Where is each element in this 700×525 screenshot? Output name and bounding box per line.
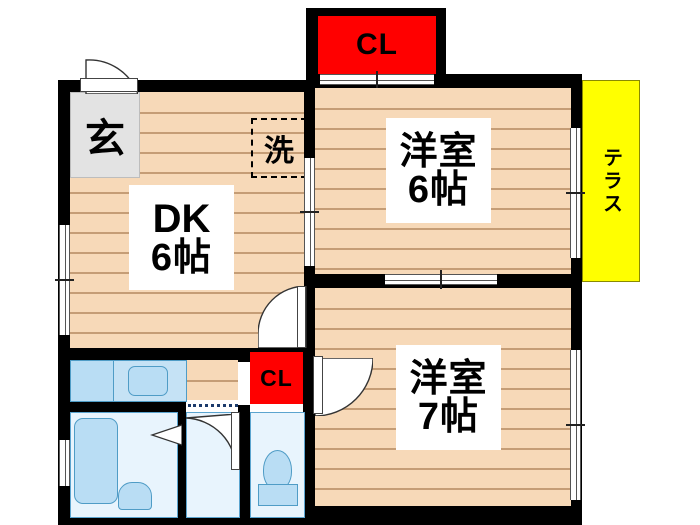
laundry-label: 洗 (264, 135, 294, 168)
washroom-threshold (188, 404, 238, 407)
floor-stripe (70, 112, 304, 114)
room-label-bedroom-7-size: 7帖 (417, 395, 480, 438)
wall-washroom-toilet-divider (238, 405, 250, 525)
sliding-door-dk-bedroom6-tick (300, 211, 319, 213)
floor-stripe (315, 228, 571, 230)
floor-stripe (315, 268, 571, 270)
floor-stripe (315, 108, 571, 110)
window-dk-left-tick (55, 279, 74, 281)
bath-folding-door[interactable] (150, 424, 182, 446)
kitchen-stove-zone (70, 360, 114, 402)
room-label-bedroom-6: 洋室 6帖 (386, 118, 491, 223)
floor-stripe (315, 248, 571, 250)
kitchen-sink (128, 366, 168, 396)
floor-stripe (315, 328, 571, 330)
room-label-bedroom-7: 洋室 7帖 (396, 345, 501, 450)
dk-corridor-door-leaf[interactable] (297, 286, 306, 348)
bedroom7-door-swing[interactable] (315, 358, 373, 416)
entrance-door-leaf[interactable] (80, 78, 138, 92)
terrace: テラス (582, 80, 640, 282)
window-bedroom7-right-tick (566, 424, 585, 426)
terrace-label: テラス (599, 146, 622, 216)
closet-top[interactable]: CL (318, 16, 436, 74)
laundry-area: 洗 (251, 118, 307, 178)
closet-top-door-tick (376, 71, 378, 88)
floor-stripe (315, 488, 571, 490)
floor-stripe (70, 332, 304, 334)
wall-bath-washroom-divider (176, 400, 186, 525)
window-bathroom-left[interactable] (59, 440, 70, 486)
floor-stripe (315, 468, 571, 470)
bedroom7-door-leaf[interactable] (313, 356, 323, 414)
sliding-door-bedrooms-tick (440, 270, 442, 289)
window-bedroom6-terrace-tick (566, 192, 585, 194)
room-label-bedroom-7-name: 洋室 (409, 357, 488, 400)
room-label-dk: DK 6帖 (129, 185, 234, 290)
floor-stripe (70, 292, 304, 294)
wall-kitchen-bath-divider (58, 400, 183, 412)
toilet-tank (258, 484, 298, 506)
washroom-door-leaf[interactable] (231, 412, 240, 470)
bathtub (74, 418, 118, 504)
floor-stripe (70, 132, 304, 134)
floor-stripe (70, 152, 304, 154)
wash-basin (118, 482, 152, 510)
floor-corridor (186, 360, 238, 400)
room-label-bedroom-6-size: 6帖 (407, 168, 470, 211)
floor-stripe (70, 172, 304, 174)
room-label-dk-name: DK (152, 196, 211, 241)
entrance-label-box: 玄 (70, 92, 140, 178)
closet-middle[interactable]: CL (250, 352, 303, 404)
room-label-bedroom-6-name: 洋室 (399, 130, 478, 173)
entrance-label: 玄 (85, 117, 125, 161)
floor-stripe (315, 308, 571, 310)
floor-stripe (70, 312, 304, 314)
wall-toilet-bedroom-divider (303, 348, 315, 525)
room-label-dk-size: 6帖 (150, 236, 213, 279)
floor-stripe (186, 380, 238, 382)
